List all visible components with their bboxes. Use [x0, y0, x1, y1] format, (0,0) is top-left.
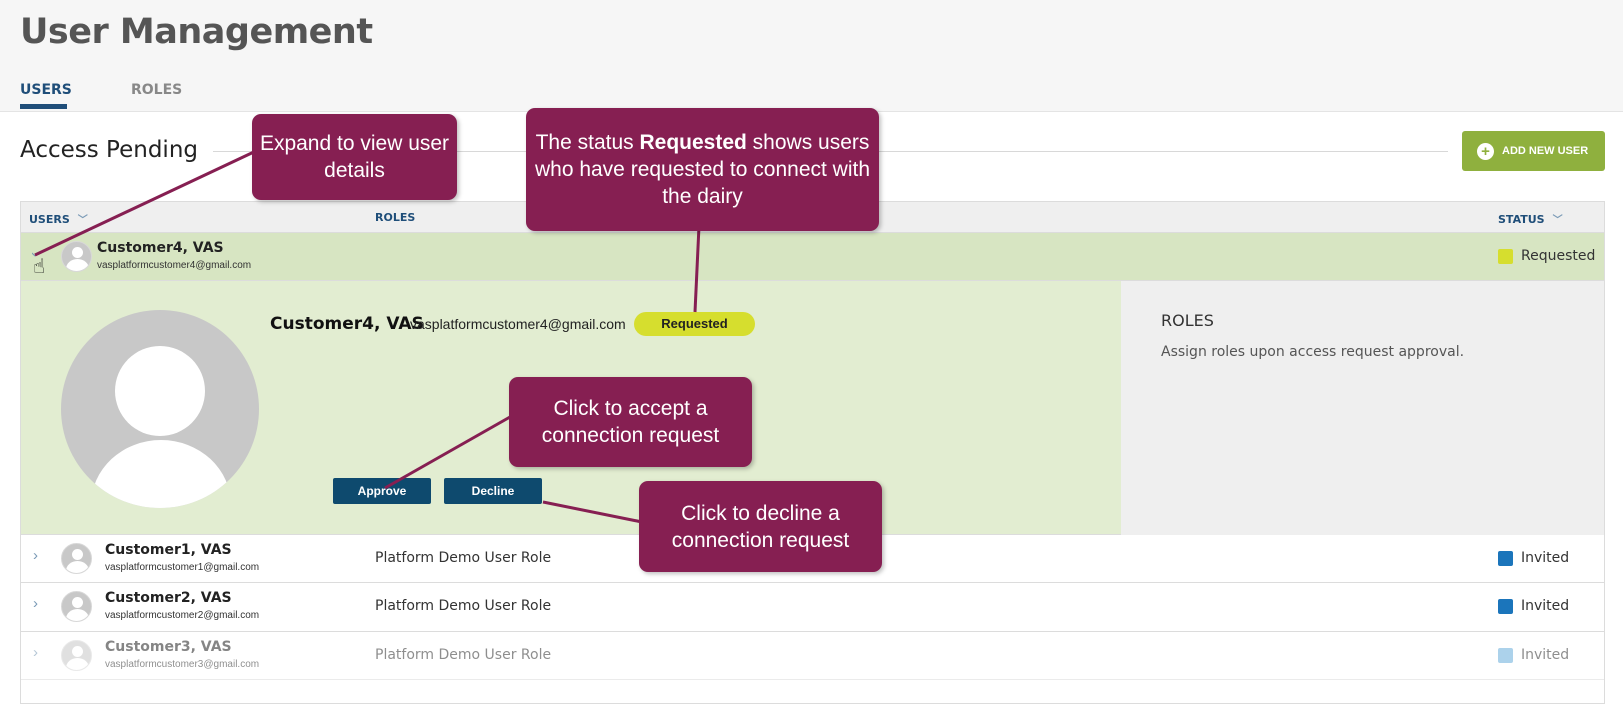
callout-expand: Expand to view user details [252, 114, 457, 200]
user-email: vasplatformcustomer1@gmail.com [105, 562, 260, 573]
user-role: Platform Demo User Role [375, 598, 552, 614]
roles-panel-subtitle: Assign roles upon access request approva… [1161, 344, 1465, 360]
page-title: User Management [20, 12, 373, 52]
tab-users[interactable]: USERS [20, 82, 72, 98]
user-name: Customer3, VAS [105, 639, 232, 655]
user-role: Platform Demo User Role [375, 550, 552, 566]
table-row[interactable]: › Customer3, VAS vasplatformcustomer3@gm… [21, 632, 1604, 680]
status-square-icon [1498, 647, 1513, 663]
status-square-icon [1498, 598, 1513, 614]
user-email: vasplatformcustomer3@gmail.com [105, 659, 260, 670]
avatar [61, 543, 92, 574]
requested-badge: Requested [634, 312, 755, 336]
avatar-large [61, 310, 259, 508]
hand-cursor-icon: ☝ [33, 256, 46, 278]
status-badge: Requested [1498, 248, 1595, 264]
table-row[interactable]: › Customer4, VAS vasplatformcustomer4@gm… [21, 233, 1604, 281]
details-user-email: vasplatformcustomer4@gmail.com [410, 316, 626, 332]
users-table: USERS﹀ ROLES STATUS﹀ › Customer4, VAS va… [20, 201, 1605, 704]
approve-button[interactable]: Approve [333, 478, 431, 504]
user-name: Customer2, VAS [105, 590, 232, 606]
user-role: Platform Demo User Role [375, 647, 552, 663]
chevron-right-icon[interactable]: › [33, 595, 38, 612]
callout-status: The status Requested shows users who hav… [526, 108, 879, 231]
add-new-user-button[interactable]: + ADD NEW USER [1462, 131, 1605, 171]
column-header-users[interactable]: USERS﹀ [29, 213, 88, 226]
avatar [61, 591, 92, 622]
chevron-right-icon[interactable]: › [33, 547, 38, 564]
status-square-icon [1498, 550, 1513, 566]
plus-icon: + [1477, 142, 1494, 160]
user-email: vasplatformcustomer2@gmail.com [105, 610, 260, 621]
column-header-roles: ROLES [375, 211, 416, 224]
user-name: Customer1, VAS [105, 542, 232, 558]
status-badge: Invited [1498, 550, 1569, 566]
status-square-icon [1498, 248, 1513, 264]
user-email: vasplatformcustomer4@gmail.com [97, 260, 252, 271]
roles-panel: ROLES Assign roles upon access request a… [1121, 281, 1604, 535]
section-title: Access Pending [20, 137, 198, 163]
chevron-right-icon[interactable]: › [33, 644, 38, 661]
tab-roles[interactable]: ROLES [131, 82, 183, 98]
column-header-status[interactable]: STATUS﹀ [1498, 213, 1563, 226]
callout-decline: Click to decline a connection request [639, 481, 882, 572]
details-user-name: Customer4, VAS [270, 314, 424, 334]
active-tab-indicator [20, 104, 67, 109]
decline-button[interactable]: Decline [444, 478, 542, 504]
callout-accept: Click to accept a connection request [509, 377, 752, 467]
user-name: Customer4, VAS [97, 240, 224, 256]
table-row[interactable]: › Customer2, VAS vasplatformcustomer2@gm… [21, 583, 1604, 632]
app-header: User Management USERS ROLES [0, 0, 1623, 112]
chevron-down-icon: ﹀ [77, 215, 88, 226]
status-badge: Invited [1498, 598, 1569, 614]
roles-panel-title: ROLES [1161, 311, 1214, 330]
avatar [61, 640, 92, 671]
status-badge: Invited [1498, 647, 1569, 663]
avatar [61, 241, 92, 272]
chevron-down-icon: ﹀ [1552, 215, 1563, 226]
add-new-user-label: ADD NEW USER [1502, 145, 1589, 157]
